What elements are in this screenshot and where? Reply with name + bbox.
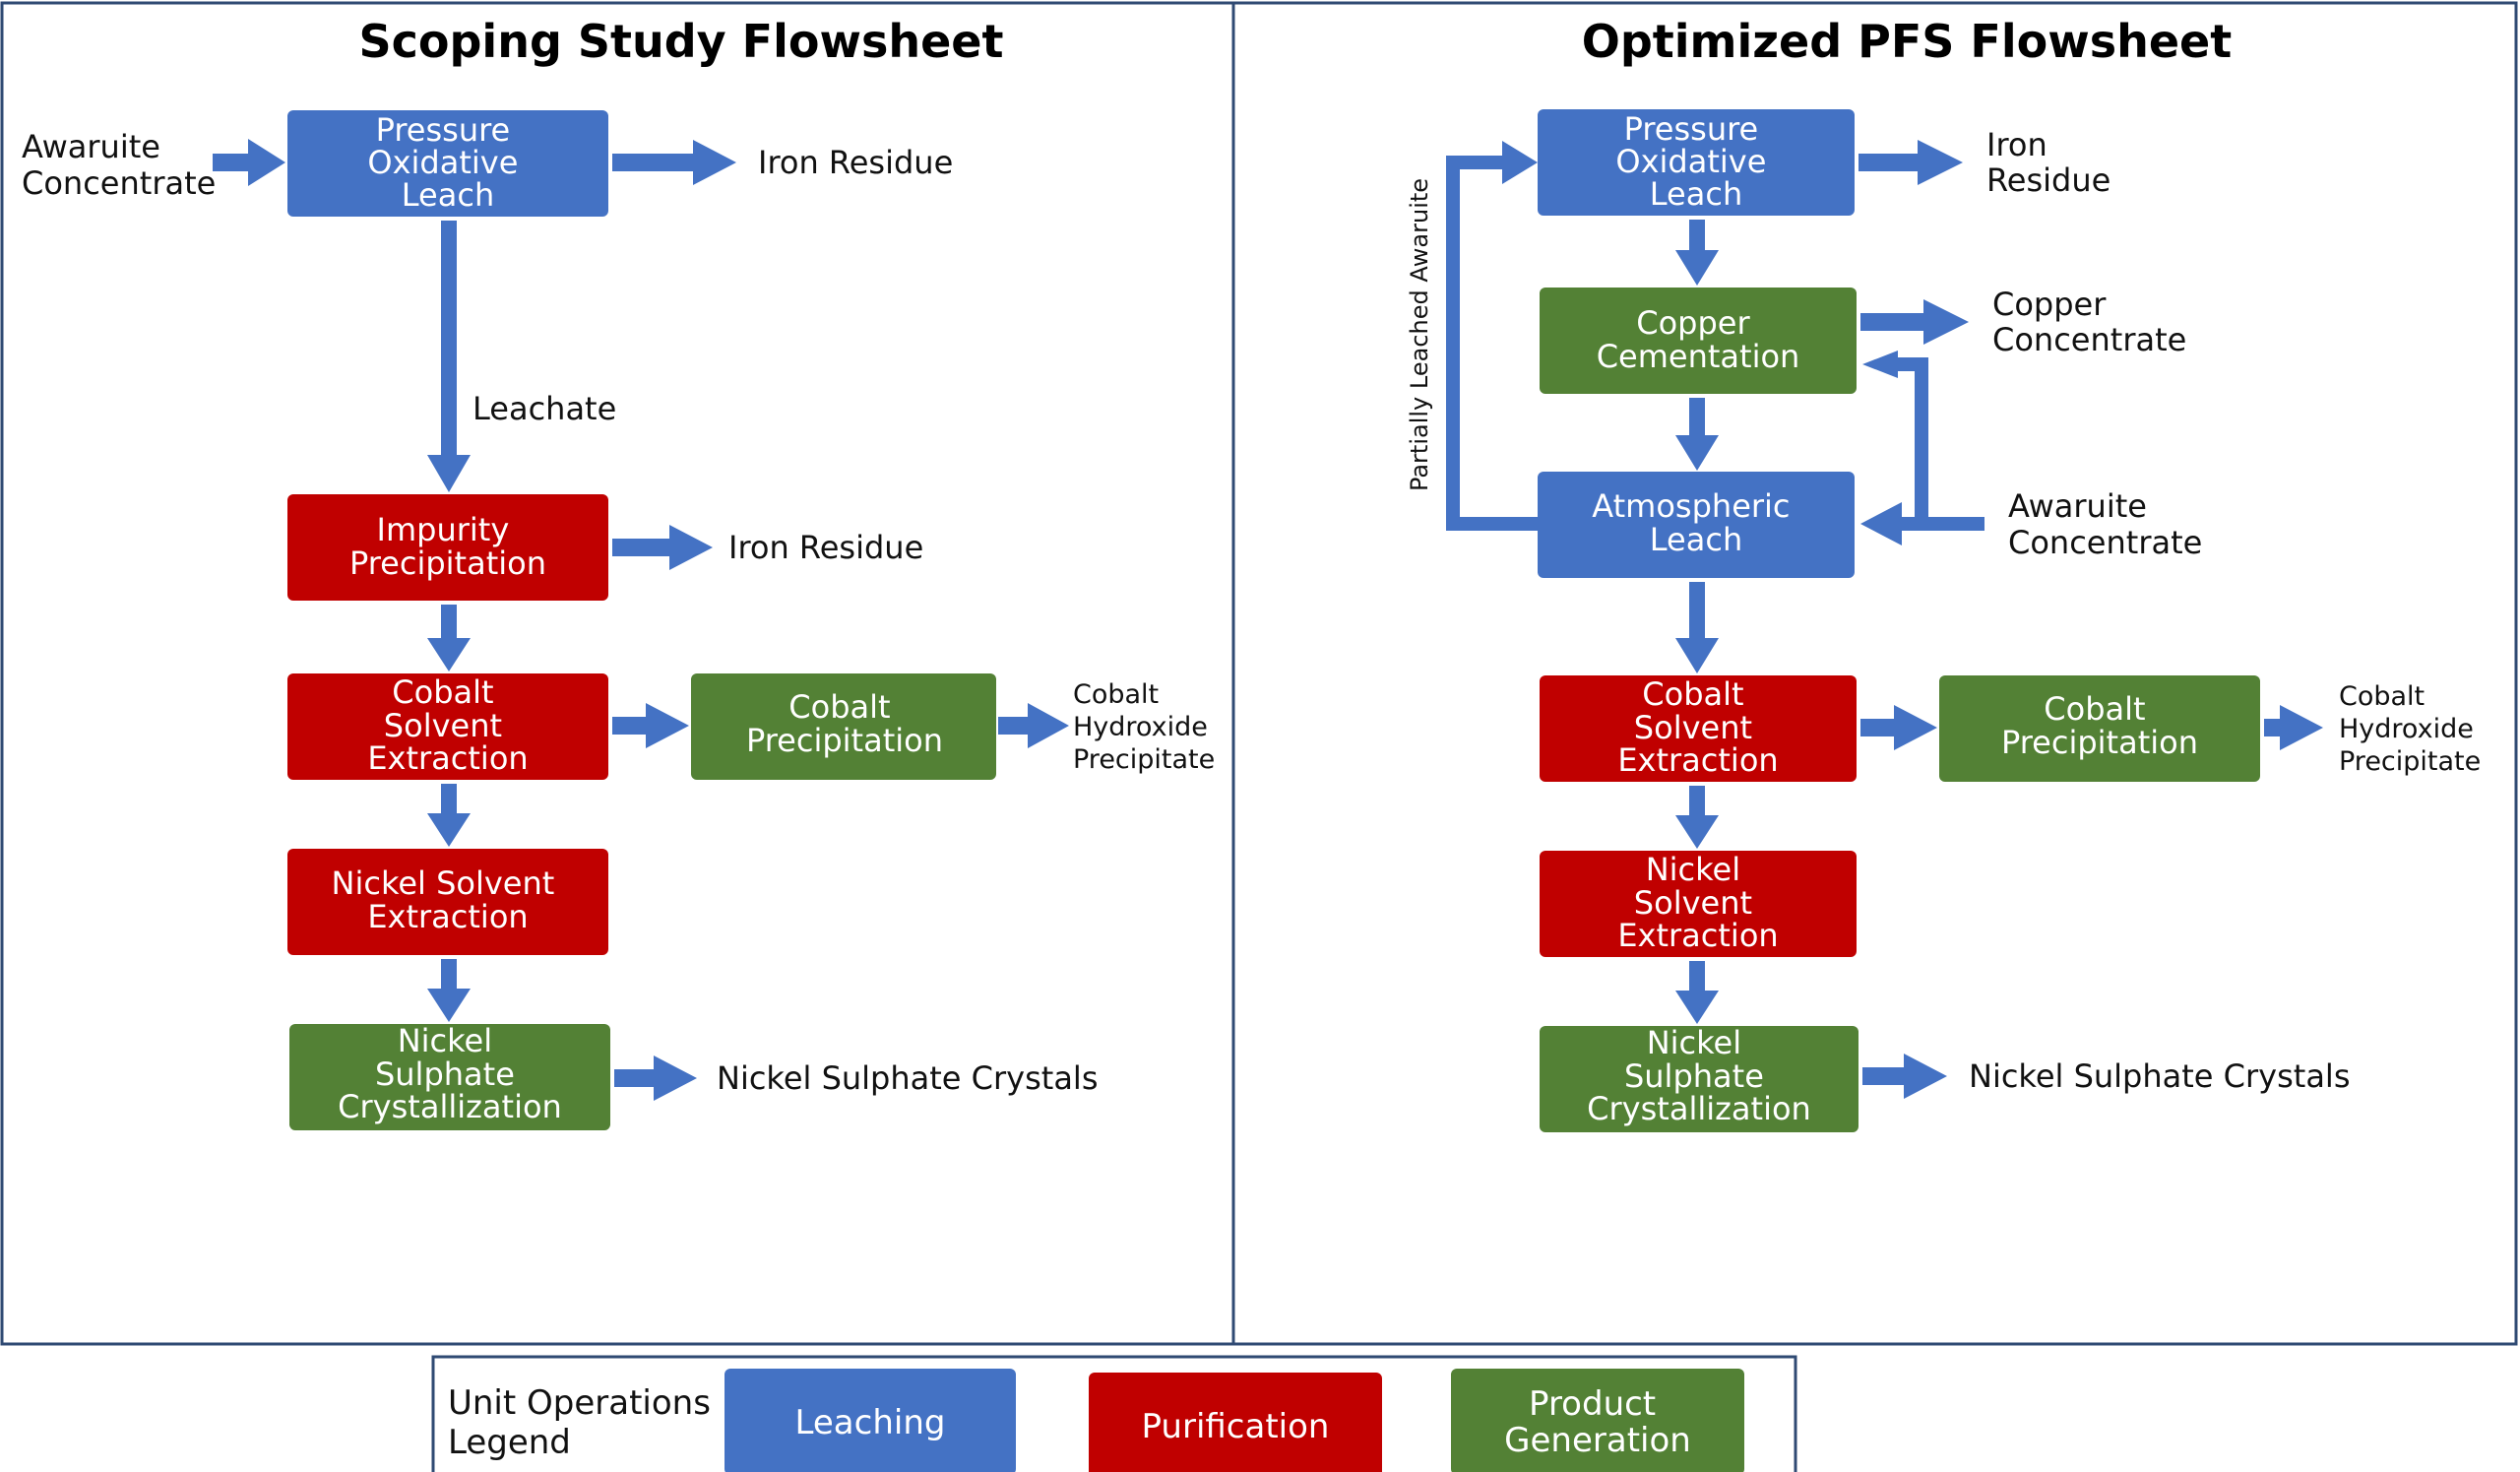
left-cobalt-solvent-extraction: Cobalt Solvent Extraction — [287, 673, 608, 780]
arrow-cobalt-sx-to-precip-right — [1860, 705, 1937, 750]
svg-text:Nickel Sulphate: Nickel Sulphate Crystallization — [338, 1022, 562, 1125]
svg-text:Nickel Solvent Extract: Nickel Solvent Extraction — [332, 864, 565, 935]
right-cobalt-precipitation: Cobalt Precipitation — [1939, 675, 2260, 782]
left-cobalt-precipitation: Cobalt Precipitation — [691, 673, 996, 780]
right-cobalt-solvent-extraction: Cobalt Solvent Extraction — [1540, 675, 1857, 782]
left-panel: Scoping Study Flowsheet Awaruite Concent… — [0, 1, 1235, 1346]
left-nickel-solvent-extraction: Nickel Solvent Extraction — [287, 849, 608, 955]
arrow-pox-to-impurity — [427, 221, 471, 492]
left-impurity-precipitation: Impurity Precipitation — [287, 494, 608, 601]
left-cobalt-product-label: Cobalt Hydroxide Precipitate — [1073, 679, 1216, 775]
arrow-pox-to-copper — [1675, 220, 1719, 286]
arrow-cobalt-sx-to-nickel-sx-right — [1675, 786, 1719, 849]
left-nickel-product-label: Nickel Sulphate Crystals — [717, 1059, 1098, 1097]
svg-text:Pressure Oxidative: Pressure Oxidative Leach — [367, 111, 528, 214]
right-atmospheric-leach: Atmospheric Leach — [1538, 472, 1855, 578]
legend-frame — [431, 1355, 1797, 1472]
recycle-label: Partially Leached Awaruite — [1406, 178, 1433, 491]
left-iron-residue-1: Iron Residue — [758, 144, 953, 181]
svg-text:Cobalt Solvent: Cobalt Solvent Extraction — [367, 673, 528, 777]
arrow-nickel-sx-to-crystallization-right — [1675, 961, 1719, 1024]
right-nickel-product-label: Nickel Sulphate Crystals — [1969, 1057, 2350, 1095]
legend-title: Unit Operations Legend — [448, 1383, 722, 1462]
svg-text:Atmospheric Leach: Atmospheric Leach — [1592, 487, 1799, 558]
svg-text:Pressure Oxidative: Pressure Oxidative Leach — [1615, 110, 1776, 213]
arrow-recycle-to-pox — [1502, 141, 1538, 184]
svg-text:Product Generation: Product Generation — [1504, 1384, 1691, 1460]
arrow-cobalt-precip-to-product — [998, 703, 1069, 748]
svg-text:Cobalt Solvent: Cobalt Solvent Extraction — [1617, 675, 1778, 779]
svg-text:Nickel Sulphate: Nickel Sulphate Crystallization — [1587, 1024, 1811, 1127]
svg-text:Cobalt Precipitation: Cobalt Precipitation — [746, 688, 943, 759]
arrow-copper-to-atm-leach — [1675, 398, 1719, 471]
leachate-label: Leachate — [472, 390, 616, 427]
awaruite-feed-split-line — [1894, 357, 1984, 531]
right-nickel-sulphate-crystallization: Nickel Sulphate Crystallization — [1540, 1024, 1858, 1132]
right-panel-frame — [1231, 1, 2518, 1346]
left-iron-residue-2: Iron Residue — [728, 529, 923, 566]
legend: Unit Operations Legend Leaching Purifica… — [431, 1355, 1797, 1472]
legend-leaching: Leaching — [724, 1369, 1016, 1472]
right-cobalt-product-label: Cobalt Hydroxide Precipitate — [2339, 681, 2482, 777]
arrow-copper-to-concentrate — [1860, 299, 1969, 345]
arrow-impurity-to-iron-residue — [612, 525, 713, 570]
arrow-feed-to-copper — [1862, 351, 1898, 378]
left-panel-title: Scoping Study Flowsheet — [359, 15, 1004, 68]
left-nickel-sulphate-crystallization: Nickel Sulphate Crystallization — [289, 1022, 610, 1130]
svg-text:Impurity Precipitation: Impurity Precipitation — [349, 511, 546, 582]
arrow-pox-to-iron-residue-right — [1858, 140, 1963, 185]
right-panel-title: Optimized PFS Flowsheet — [1582, 15, 2233, 68]
copper-concentrate-label: Copper Concentrate — [1992, 286, 2186, 358]
arrow-crystallization-to-product — [614, 1056, 697, 1101]
right-copper-cementation: Copper Cementation — [1540, 288, 1857, 394]
right-iron-residue: Iron Residue — [1986, 126, 2110, 199]
right-panel: Optimized PFS Flowsheet Partially Leache… — [1231, 1, 2518, 1346]
arrow-pox-to-iron-residue — [612, 140, 736, 185]
right-pressure-oxidative-leach: Pressure Oxidative Leach — [1538, 109, 1855, 216]
arrow-cobalt-precip-to-product-right — [2264, 705, 2323, 750]
arrow-feed-to-atm-leach — [1860, 502, 1922, 545]
arrow-cobalt-sx-to-cobalt-precip — [612, 703, 689, 748]
arrow-impurity-to-cobalt-sx — [427, 605, 471, 672]
legend-purification: Purification — [1089, 1373, 1382, 1472]
right-nickel-solvent-extraction: Nickel Solvent Extraction — [1540, 851, 1857, 957]
right-input-label: Awaruite Concentrate — [2008, 487, 2202, 561]
left-pressure-oxidative-leach: Pressure Oxidative Leach — [287, 110, 608, 217]
left-input-label: Awaruite Concentrate — [22, 128, 216, 202]
legend-product-generation: Product Generation — [1451, 1369, 1744, 1472]
svg-text:Nickel Solvent: Nickel Solvent Extraction — [1617, 851, 1778, 954]
arrow-input-to-pox — [213, 139, 285, 186]
svg-text:Purification: Purification — [1142, 1407, 1330, 1446]
svg-text:Cobalt Precipitation: Cobalt Precipitation — [2001, 690, 2198, 761]
svg-text:Leaching: Leaching — [795, 1403, 946, 1442]
arrow-nickel-sx-to-crystallization — [427, 959, 471, 1022]
arrow-cobalt-sx-to-nickel-sx — [427, 784, 471, 847]
svg-text:Copper Cementation: Copper Cementation — [1597, 304, 1800, 375]
recycle-loop-line — [1446, 156, 1538, 531]
arrow-crystallization-to-product-right — [1862, 1054, 1947, 1099]
arrow-atm-leach-to-cobalt-sx — [1675, 582, 1719, 673]
left-panel-frame — [0, 1, 1235, 1346]
